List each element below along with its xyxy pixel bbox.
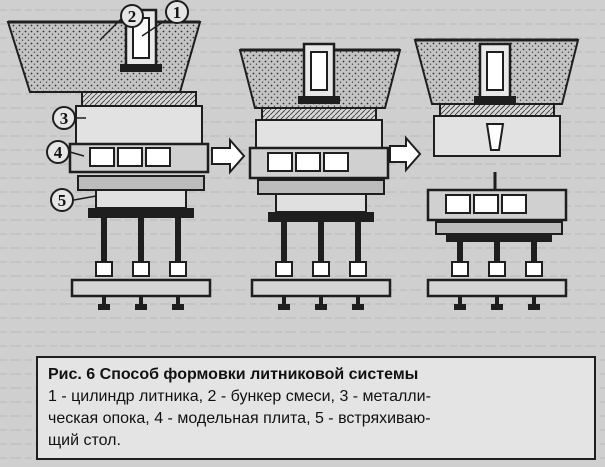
- callout-5-label: 5: [58, 191, 67, 210]
- stage-1: [6, 8, 212, 310]
- metal-flask: [439, 103, 555, 117]
- jolt-table: [77, 175, 205, 191]
- figure-caption: Рис. 6 Способ формовки литниковой систем…: [36, 356, 596, 460]
- stage-2: [238, 42, 402, 310]
- machine-base: [426, 278, 568, 298]
- callout-1-label: 1: [173, 3, 182, 22]
- callout-4-marker: [46, 140, 70, 164]
- callout-3-marker: [52, 106, 76, 130]
- caption-line-3: щий стол.: [48, 432, 121, 449]
- caption-title: Рис. 6 Способ формовки литниковой систем…: [48, 366, 419, 383]
- stage-3: [413, 38, 580, 310]
- arrow-right-icon: [211, 137, 246, 175]
- machine-base: [250, 278, 392, 298]
- caption-line-1: 1 - цилиндр литника, 2 - бункер смеси, 3…: [48, 388, 431, 405]
- jolt-table: [257, 179, 385, 195]
- jolt-table: [435, 221, 563, 235]
- callout-2-marker: [120, 4, 144, 28]
- metal-flask: [261, 107, 377, 121]
- callout-3-label: 3: [60, 109, 69, 128]
- callout-1-marker: [165, 0, 189, 24]
- arrow-right-icon: [389, 135, 422, 173]
- machine-base: [70, 278, 212, 298]
- caption-line-2: ческая опока, 4 - модельная плита, 5 - в…: [48, 410, 431, 427]
- callouts: 1 2 3 4 5: [46, 0, 189, 212]
- callout-4-label: 4: [54, 143, 63, 162]
- callout-5-marker: [50, 188, 74, 212]
- callout-2-label: 2: [128, 7, 137, 26]
- sand-hopper: [6, 21, 202, 93]
- sprue-funnel: [485, 123, 505, 151]
